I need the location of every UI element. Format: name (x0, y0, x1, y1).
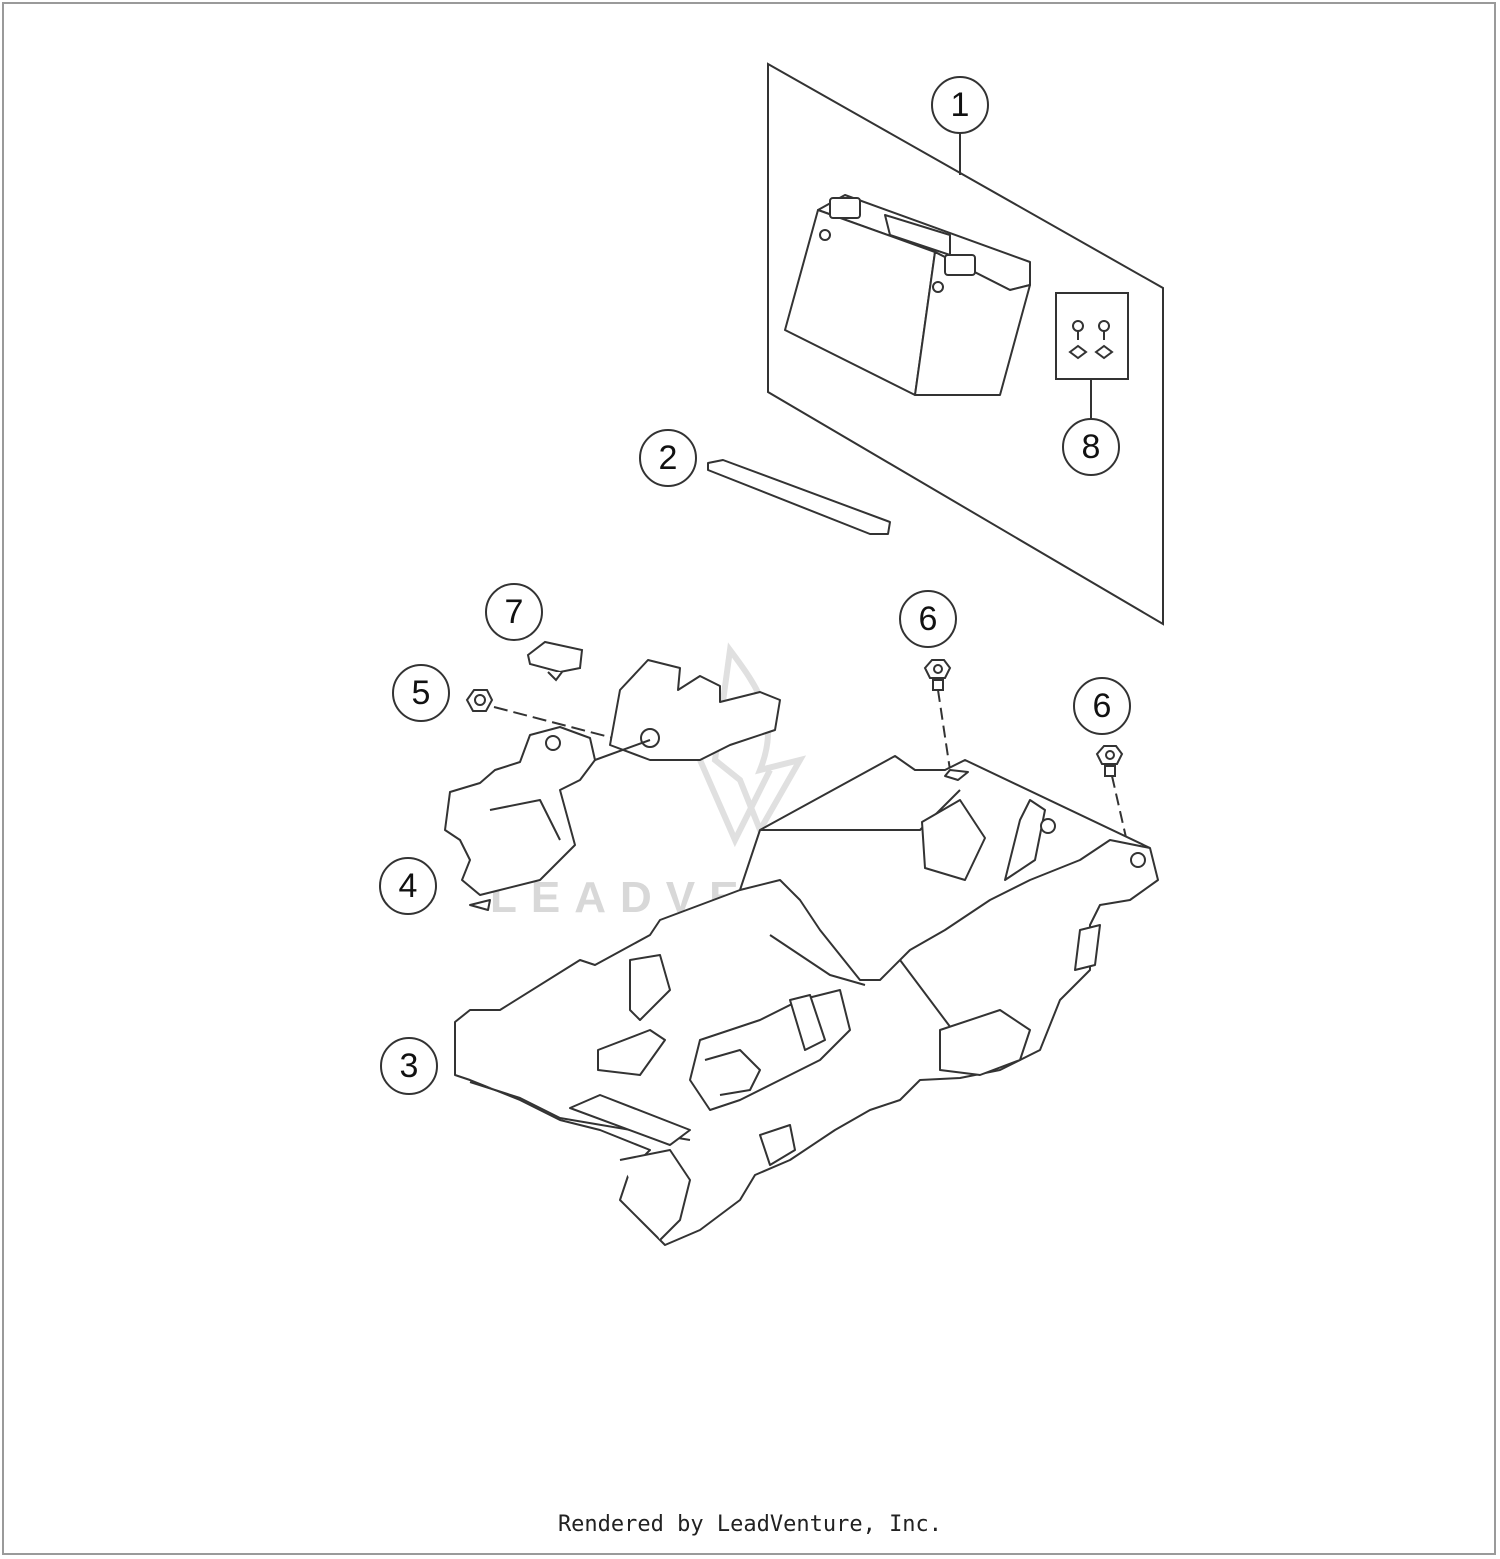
footer-credit: Rendered by LeadVenture, Inc. (557, 1512, 943, 1537)
leader-lines (959, 133, 1092, 420)
kit-panel (767, 62, 1164, 626)
callout-3: 3 (380, 1037, 438, 1095)
nut-part[interactable] (465, 689, 641, 746)
screw-part-right[interactable] (1095, 745, 1131, 856)
callout-7: 7 (485, 583, 543, 641)
battery-pad-part[interactable] (707, 459, 891, 535)
callout-1: 1 (931, 76, 989, 134)
svg-text:7: 7 (505, 593, 524, 631)
callout-5: 5 (392, 664, 450, 722)
rubber-cap-part[interactable] (526, 640, 584, 682)
battery-part[interactable] (784, 194, 1031, 396)
svg-text:6: 6 (1093, 687, 1112, 725)
screw-kit-part[interactable] (1055, 292, 1129, 380)
callout-6-right: 6 (1073, 677, 1131, 735)
svg-text:2: 2 (659, 439, 678, 477)
svg-text:6: 6 (919, 600, 938, 638)
svg-text:8: 8 (1082, 428, 1101, 466)
bracket-part[interactable] (444, 659, 781, 911)
svg-text:3: 3 (400, 1047, 419, 1085)
battery-tray-part[interactable] (454, 755, 1159, 1246)
callout-4: 4 (379, 857, 437, 915)
svg-text:4: 4 (399, 867, 418, 905)
svg-text:5: 5 (412, 674, 431, 712)
svg-text:1: 1 (951, 86, 970, 124)
callout-8: 8 (1062, 418, 1120, 476)
screw-part-left[interactable] (923, 659, 952, 771)
callout-2: 2 (639, 429, 697, 487)
callout-6-left: 6 (899, 590, 957, 648)
